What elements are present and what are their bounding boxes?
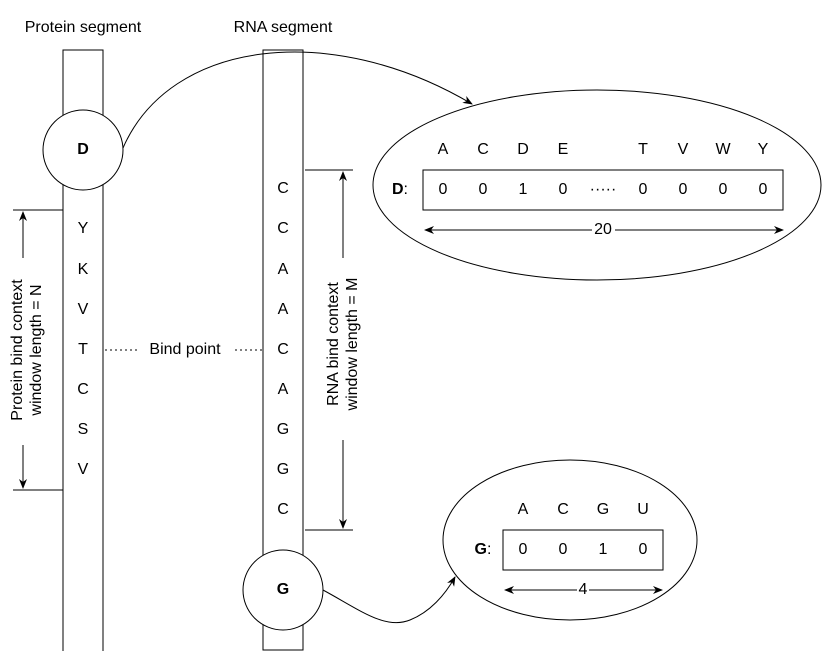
encoding-key: D:	[392, 181, 408, 198]
vector-length: 20	[594, 221, 612, 238]
header: D	[517, 141, 529, 158]
protein-residues: Y K V T C S V	[77, 220, 89, 478]
encoding-vector-box	[502, 529, 664, 571]
rna-window-label: RNA bind context window length = M	[323, 264, 363, 424]
residue: C	[77, 381, 89, 398]
base: C	[277, 341, 289, 358]
base: A	[278, 381, 289, 398]
base: A	[278, 261, 289, 278]
header: E	[558, 141, 569, 158]
rna-encoding-connector	[322, 576, 456, 624]
ellipsis: ·····	[590, 181, 617, 198]
base: G	[277, 461, 289, 478]
base: C	[277, 501, 289, 518]
base: C	[277, 220, 289, 237]
encoding-key: G:	[475, 541, 492, 558]
vector-length: 4	[579, 581, 588, 598]
header: G	[597, 501, 609, 518]
base: A	[278, 301, 289, 318]
value: 0	[639, 541, 648, 558]
residue: S	[78, 421, 89, 438]
header: V	[678, 141, 689, 158]
rna-highlight-circle	[242, 549, 324, 631]
rna-highlight-label: G	[277, 581, 289, 598]
header: C	[557, 501, 569, 518]
value: 0	[759, 181, 768, 198]
rna-segment-title: RNA segment	[234, 19, 333, 36]
header: Y	[758, 141, 769, 158]
encoding-vector-box	[422, 169, 784, 211]
header: C	[477, 141, 489, 158]
protein-window-label: Protein bind context window length = N	[9, 279, 45, 421]
encoding-ellipse	[372, 89, 822, 281]
svg-text:RNA bind context: RNA bind context	[325, 282, 342, 406]
protein-segment-title: Protein segment	[25, 19, 142, 36]
value: 0	[439, 181, 448, 198]
bind-point-label: Bind point	[149, 341, 221, 358]
value: 1	[599, 541, 608, 558]
header: W	[715, 141, 731, 158]
base: C	[277, 180, 289, 197]
svg-text:window length = N: window length = N	[28, 284, 45, 416]
header: A	[518, 501, 529, 518]
base: G	[277, 421, 289, 438]
value: 0	[639, 181, 648, 198]
protein-one-hot-encoding: D: A C D E T V W Y 0 0 1 0 ····· 0 0 0 0…	[372, 89, 822, 281]
header: A	[438, 141, 449, 158]
svg-text:Protein bind context: Protein bind context	[9, 279, 26, 421]
protein-encoding-connector	[122, 51, 473, 149]
value: 0	[519, 541, 528, 558]
protein-highlight-circle	[42, 109, 124, 191]
header: T	[638, 141, 648, 158]
residue: T	[78, 341, 88, 358]
value: 1	[519, 181, 528, 198]
residue: V	[78, 301, 89, 318]
header: U	[637, 501, 649, 518]
value: 0	[559, 541, 568, 558]
protein-highlight-label: D	[77, 141, 89, 158]
svg-text:window length = M: window length = M	[344, 278, 361, 412]
residue: V	[78, 461, 89, 478]
value: 0	[559, 181, 568, 198]
value: 0	[479, 181, 488, 198]
residue: Y	[78, 220, 89, 237]
encoding-ellipse	[442, 459, 698, 621]
value: 0	[679, 181, 688, 198]
value: 0	[719, 181, 728, 198]
residue: K	[78, 261, 89, 278]
rna-bases: C C A A C A G G C	[277, 180, 289, 518]
rna-one-hot-encoding: G: A C G U 0 0 1 0 4	[442, 459, 698, 621]
